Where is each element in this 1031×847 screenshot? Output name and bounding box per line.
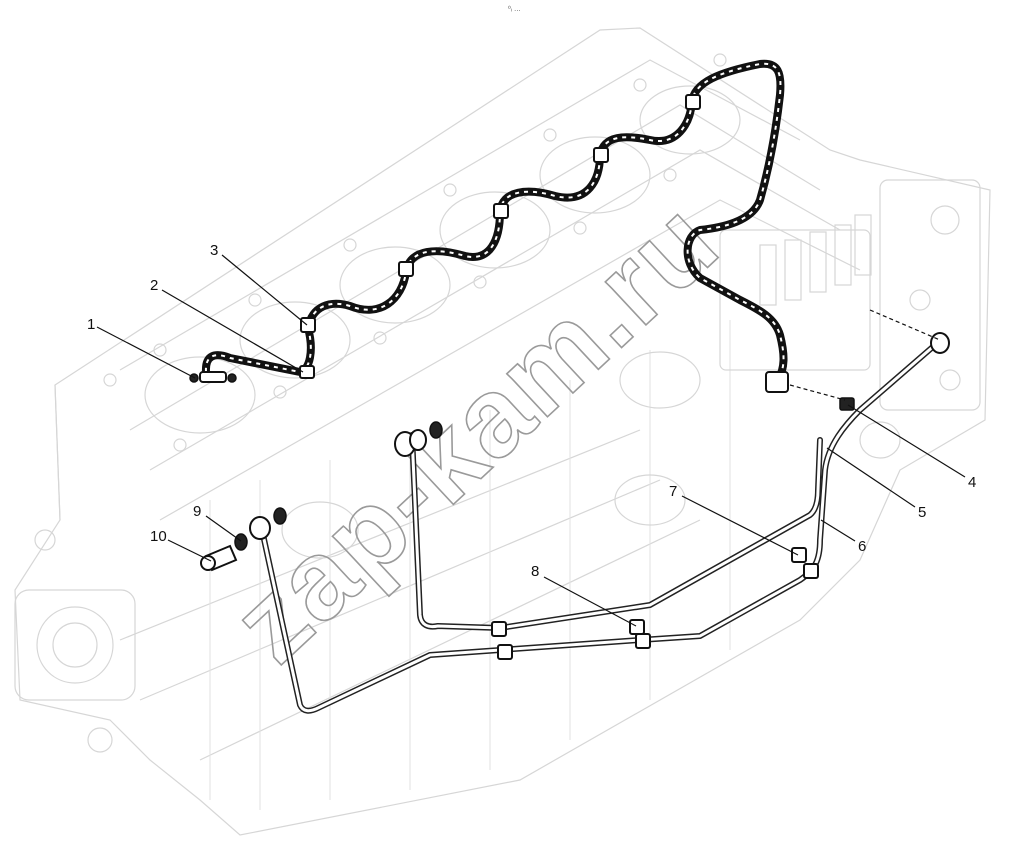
callout-2: 2 <box>150 277 158 294</box>
callout-4: 4 <box>968 474 976 491</box>
engine-block-outline <box>14 27 991 836</box>
leader-10 <box>167 539 212 562</box>
leader-8 <box>543 576 637 627</box>
callout-6: 6 <box>858 538 866 555</box>
callout-3: 3 <box>210 242 218 259</box>
leader-6 <box>820 519 856 542</box>
callout-labels: 1 2 3 4 5 6 7 8 9 10 <box>87 242 976 580</box>
leader-3 <box>221 254 308 326</box>
leader-2 <box>161 289 304 373</box>
leader-5 <box>826 447 916 508</box>
callout-5: 5 <box>918 504 926 521</box>
callout-10: 10 <box>150 528 167 545</box>
leader-1 <box>96 326 196 379</box>
callout-9: 9 <box>193 503 201 520</box>
callout-8: 8 <box>531 563 539 580</box>
header-mark: ⁰ᵢ … <box>508 5 521 13</box>
callout-1: 1 <box>87 316 95 333</box>
leader-4 <box>847 404 966 478</box>
callout-leaders <box>96 254 966 627</box>
leader-7 <box>681 495 799 556</box>
leader-9 <box>205 515 242 542</box>
lower-fuel-lines <box>200 309 950 714</box>
callout-7: 7 <box>669 483 677 500</box>
